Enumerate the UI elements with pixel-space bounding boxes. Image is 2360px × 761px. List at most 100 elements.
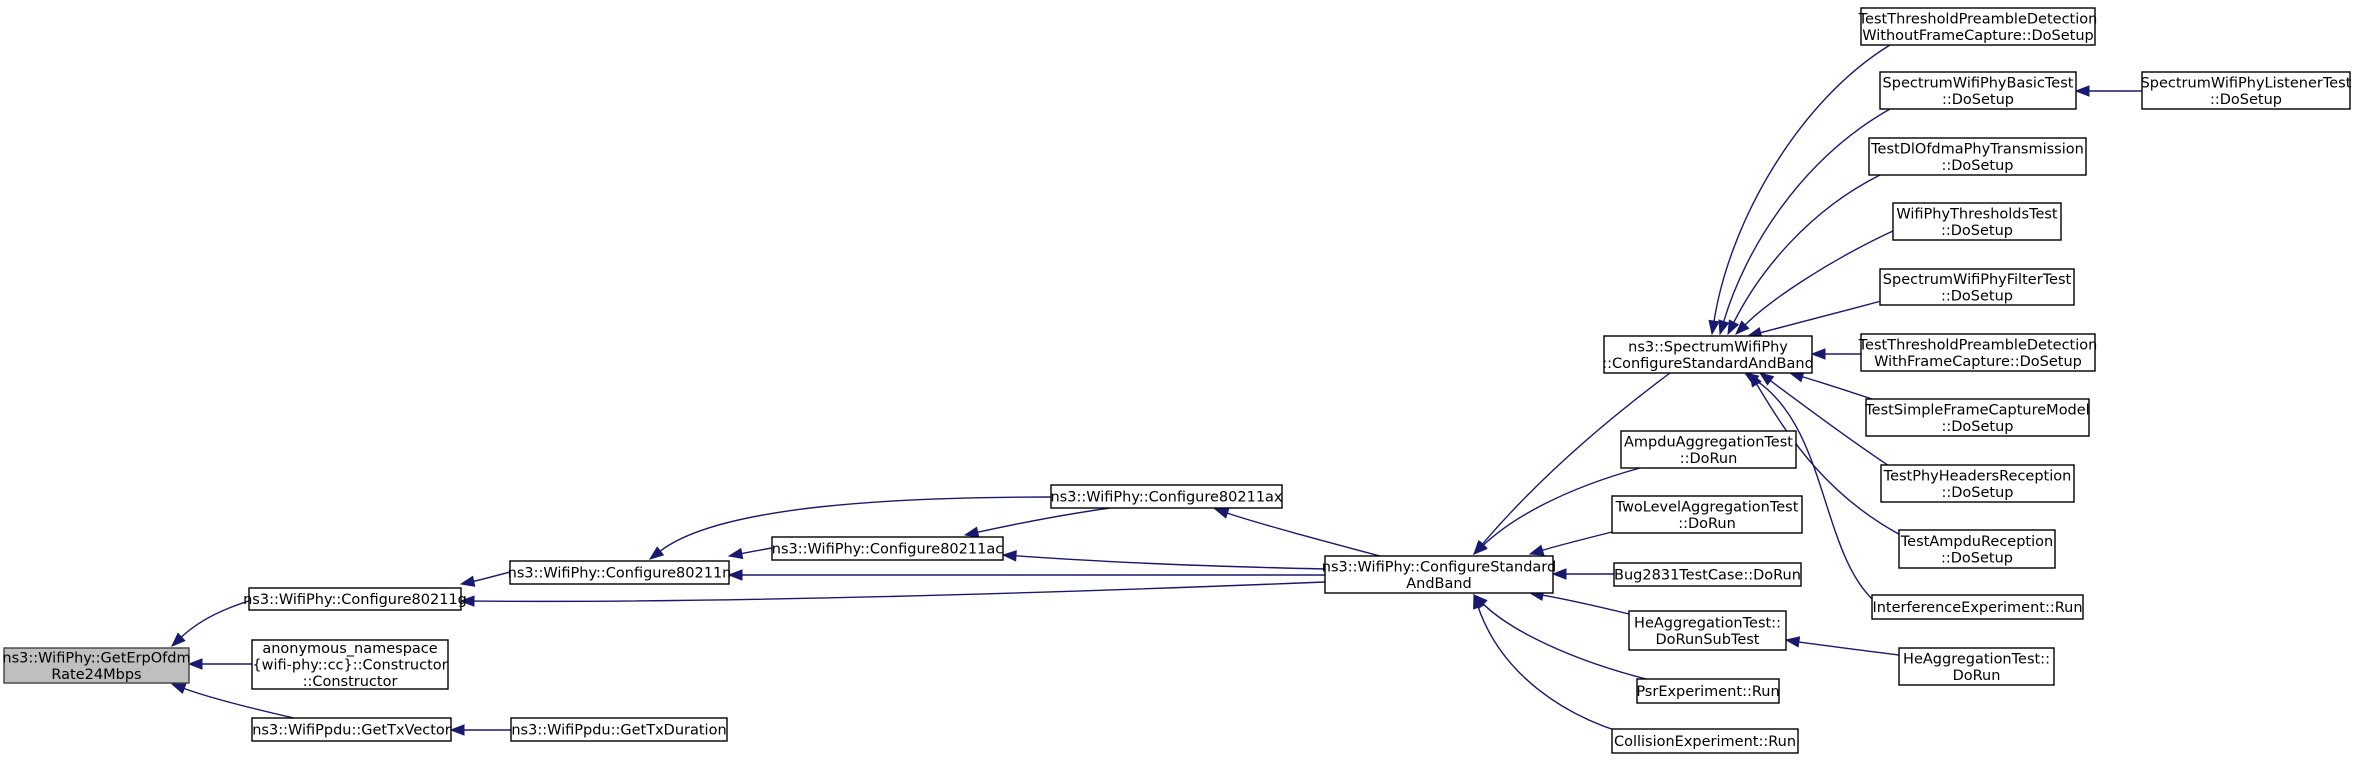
arrowhead-phyheaders-to-spcsab bbox=[1758, 372, 1775, 386]
arrowhead-ampdu-to-csab bbox=[1472, 540, 1488, 555]
node-box[interactable] bbox=[251, 639, 449, 690]
node-ampdurecep[interactable]: TestAmpduReception::DoSetup bbox=[1898, 529, 2056, 569]
node-box[interactable] bbox=[1865, 398, 2090, 437]
edge-dlofdma-to-spcsab bbox=[1733, 174, 1881, 323]
node-bug2831[interactable]: Bug2831TestCase::DoRun bbox=[1613, 562, 1802, 587]
node-box[interactable] bbox=[1898, 529, 2056, 569]
arrowhead-collision-to-csab bbox=[1473, 593, 1484, 610]
edge-csab-to-cfg11g bbox=[473, 581, 1326, 603]
arrowhead-swplistener-to-swpbasic bbox=[2074, 85, 2090, 97]
arrowhead-swpbasic-to-spcsab bbox=[1718, 319, 1730, 336]
edge-twolevel-to-csab bbox=[1542, 531, 1613, 551]
arrowhead-interference-to-spcsab bbox=[1743, 372, 1760, 386]
node-box[interactable] bbox=[509, 560, 730, 585]
node-csab[interactable]: ns3::WifiPhy::ConfigureStandardAndBand bbox=[1322, 555, 1556, 594]
node-phyheaders[interactable]: TestPhyHeadersReception::DoSetup bbox=[1880, 464, 2075, 503]
node-simplefc[interactable]: TestSimpleFrameCaptureModel::DoSetup bbox=[1864, 398, 2090, 437]
edge-csab-to-cfg11ac bbox=[1015, 555, 1326, 570]
edge-psr-to-csab bbox=[1482, 603, 1651, 681]
edge-heaggrun-to-heaggsub bbox=[1798, 641, 1900, 656]
node-swplistener[interactable]: SpectrumWifiPhyListenerTest::DoSetup bbox=[2141, 71, 2352, 110]
edge-cfg11ac-to-cfg11n bbox=[741, 547, 773, 555]
node-tpdwofc[interactable]: TestThresholdPreambleDetectionWithoutFra… bbox=[1858, 7, 2098, 46]
node-dlofdma[interactable]: TestDlOfdmaPhyTransmission::DoSetup bbox=[1868, 137, 2087, 176]
node-box[interactable] bbox=[1871, 594, 2084, 620]
edge-tpdwofc-to-spcsab bbox=[1713, 44, 1891, 322]
node-box[interactable] bbox=[251, 717, 452, 742]
node-box[interactable] bbox=[1879, 71, 2077, 110]
node-txvec[interactable]: ns3::WifiPpdu::GetTxVector bbox=[251, 717, 452, 742]
arrowhead-tpdwfc-to-spcsab bbox=[1810, 348, 1826, 360]
node-filter[interactable]: SpectrumWifiPhyFilterTest::DoSetup bbox=[1879, 268, 2075, 306]
edge-swpbasic-to-spcsab bbox=[1723, 108, 1891, 322]
node-cfg11ac[interactable]: ns3::WifiPhy::Configure80211ac bbox=[771, 536, 1004, 561]
arrowhead-csab-to-cfg11n bbox=[727, 569, 743, 581]
node-box[interactable] bbox=[1898, 647, 2055, 686]
node-ampdu[interactable]: AmpduAggregationTest::DoRun bbox=[1620, 430, 1797, 469]
node-interference[interactable]: InterferenceExperiment::Run bbox=[1871, 594, 2084, 620]
edge-cfg11ax-to-cfg11n bbox=[659, 496, 1052, 552]
edge-txvec-to-root bbox=[183, 687, 295, 719]
node-heaggrun[interactable]: HeAggregationTest::DoRun bbox=[1898, 647, 2055, 686]
node-swpbasic[interactable]: SpectrumWifiPhyBasicTest::DoSetup bbox=[1879, 71, 2077, 110]
edge-spcsab-to-csab bbox=[1481, 372, 1671, 545]
node-cfg11g[interactable]: ns3::WifiPhy::Configure80211g bbox=[243, 587, 467, 611]
arrowhead-cfg11ac-to-cfg11n bbox=[727, 547, 744, 560]
edge-interference-to-spcsab bbox=[1755, 379, 1881, 607]
node-box[interactable] bbox=[248, 587, 462, 611]
edge-heaggsub-to-csab bbox=[1542, 594, 1630, 615]
node-box[interactable] bbox=[1636, 678, 1780, 704]
edge-csab-to-cfg11ax bbox=[1227, 512, 1381, 557]
edge-cfg11ax-to-cfg11ac bbox=[977, 507, 1111, 533]
arrowhead-thresholds-to-spcsab bbox=[1735, 320, 1750, 335]
node-box[interactable] bbox=[1892, 202, 2062, 241]
node-txdur[interactable]: ns3::WifiPpdu::GetTxDuration bbox=[510, 717, 728, 742]
node-box[interactable] bbox=[1611, 728, 1799, 754]
node-box[interactable] bbox=[1880, 464, 2075, 503]
edge-filter-to-spcsab bbox=[1760, 299, 1886, 334]
nodes-layer: ns3::WifiPhy::GetErpOfdmRate24Mbpsns3::W… bbox=[2, 7, 2352, 754]
arrowhead-twolevel-to-csab bbox=[1528, 544, 1545, 556]
node-box[interactable] bbox=[2141, 71, 2351, 110]
node-box[interactable] bbox=[1050, 484, 1283, 509]
edges-layer bbox=[170, 44, 2142, 741]
node-box[interactable] bbox=[1879, 268, 2075, 306]
node-cfg11n[interactable]: ns3::WifiPhy::Configure80211n bbox=[508, 560, 732, 585]
node-box[interactable] bbox=[1860, 7, 2096, 46]
node-thresholds[interactable]: WifiPhyThresholdsTest::DoSetup bbox=[1892, 202, 2062, 241]
node-twolevel[interactable]: TwoLevelAggregationTest::DoRun bbox=[1611, 495, 1803, 534]
node-box[interactable] bbox=[1324, 555, 1554, 594]
node-box[interactable] bbox=[1613, 562, 1802, 587]
node-box[interactable] bbox=[510, 717, 728, 742]
arrowhead-dlofdma-to-spcsab bbox=[1727, 319, 1740, 336]
arrowhead-heaggrun-to-heaggsub bbox=[1784, 636, 1801, 648]
node-box[interactable] bbox=[1603, 335, 1813, 374]
arrowhead-cfg11ax-to-cfg11n bbox=[648, 546, 665, 560]
arrowhead-anon-to-root bbox=[187, 658, 203, 670]
node-box[interactable] bbox=[1620, 430, 1797, 469]
arrowhead-txvec-to-root bbox=[170, 683, 187, 695]
edge-ampdurecep-to-spcsab bbox=[1756, 383, 1911, 541]
arrowhead-bug2831-to-csab bbox=[1551, 568, 1567, 580]
node-tpdwfc[interactable]: TestThresholdPreambleDetectionWithFrameC… bbox=[1858, 333, 2098, 372]
node-box[interactable] bbox=[1868, 137, 2087, 176]
edge-phyheaders-to-spcsab bbox=[1770, 380, 1896, 471]
node-collision[interactable]: CollisionExperiment::Run bbox=[1611, 728, 1799, 754]
arrowhead-cfg11n-to-cfg11g bbox=[459, 575, 476, 587]
node-anon[interactable]: anonymous_namespace{wifi-phy::cc}::Const… bbox=[251, 639, 449, 690]
arrowhead-csab-to-cfg11ax bbox=[1213, 507, 1230, 519]
edge-thresholds-to-spcsab bbox=[1744, 229, 1896, 326]
node-spcsab[interactable]: ns3::SpectrumWifiPhy::ConfigureStandardA… bbox=[1602, 335, 1814, 374]
edge-ampdu-to-csab bbox=[1482, 467, 1641, 546]
node-box[interactable] bbox=[1860, 333, 2096, 372]
node-heaggsub[interactable]: HeAggregationTest::DoRunSubTest bbox=[1628, 610, 1787, 651]
node-box[interactable] bbox=[3, 647, 190, 684]
node-box[interactable] bbox=[1611, 495, 1803, 534]
node-psr[interactable]: PsrExperiment::Run bbox=[1636, 678, 1780, 704]
node-cfg11ax[interactable]: ns3::WifiPhy::Configure80211ax bbox=[1050, 484, 1283, 509]
arrowhead-txdur-to-txvec bbox=[449, 724, 465, 736]
node-box[interactable] bbox=[1628, 610, 1787, 651]
node-box[interactable] bbox=[771, 536, 1004, 561]
